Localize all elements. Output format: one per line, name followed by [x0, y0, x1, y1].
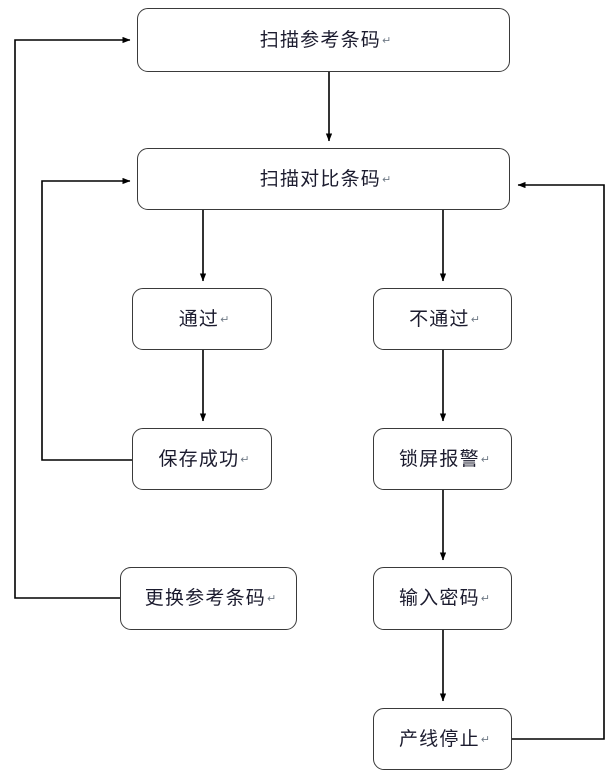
node-lock-alarm[interactable]: 锁屏报警↵	[373, 428, 512, 490]
edge-change-reference-to-scan-reference	[14, 36, 131, 599]
paragraph-mark-icon: ↵	[470, 312, 480, 326]
node-line-stop-label: 产线停止	[398, 727, 480, 750]
node-enter-password[interactable]: 输入密码↵	[373, 567, 512, 630]
paragraph-mark-icon: ↵	[480, 592, 491, 605]
node-lock-alarm-label: 锁屏报警	[398, 447, 480, 470]
paragraph-mark-icon: ↵	[480, 452, 491, 466]
edge-save-success-to-scan-compare	[41, 177, 132, 461]
node-change-reference[interactable]: 更换参考条码↵	[120, 567, 297, 630]
node-scan-compare-label: 扫描对比条码	[259, 167, 381, 190]
node-scan-compare[interactable]: 扫描对比条码↵	[137, 148, 510, 210]
paragraph-mark-icon: ↵	[480, 732, 491, 746]
paragraph-mark-icon: ↵	[240, 452, 250, 466]
paragraph-mark-icon: ↵	[381, 33, 392, 47]
edge-line-stop-to-scan-compare	[512, 181, 605, 740]
node-fail-label: 不通过	[409, 307, 470, 330]
paragraph-mark-icon: ↵	[266, 592, 277, 605]
node-scan-reference[interactable]: 扫描参考条码↵	[137, 8, 510, 72]
node-pass-label: 通过	[178, 307, 220, 330]
node-change-reference-label: 更换参考条码	[144, 587, 266, 609]
paragraph-mark-icon: ↵	[220, 312, 230, 326]
node-scan-reference-label: 扫描参考条码	[259, 28, 381, 51]
node-pass[interactable]: 通过↵	[132, 288, 272, 350]
node-save-success-label: 保存成功	[158, 447, 240, 470]
node-save-success[interactable]: 保存成功↵	[132, 428, 272, 490]
node-line-stop[interactable]: 产线停止↵	[373, 708, 512, 770]
paragraph-mark-icon: ↵	[381, 172, 392, 186]
node-fail[interactable]: 不通过↵	[373, 288, 512, 350]
node-enter-password-label: 输入密码	[398, 587, 480, 609]
